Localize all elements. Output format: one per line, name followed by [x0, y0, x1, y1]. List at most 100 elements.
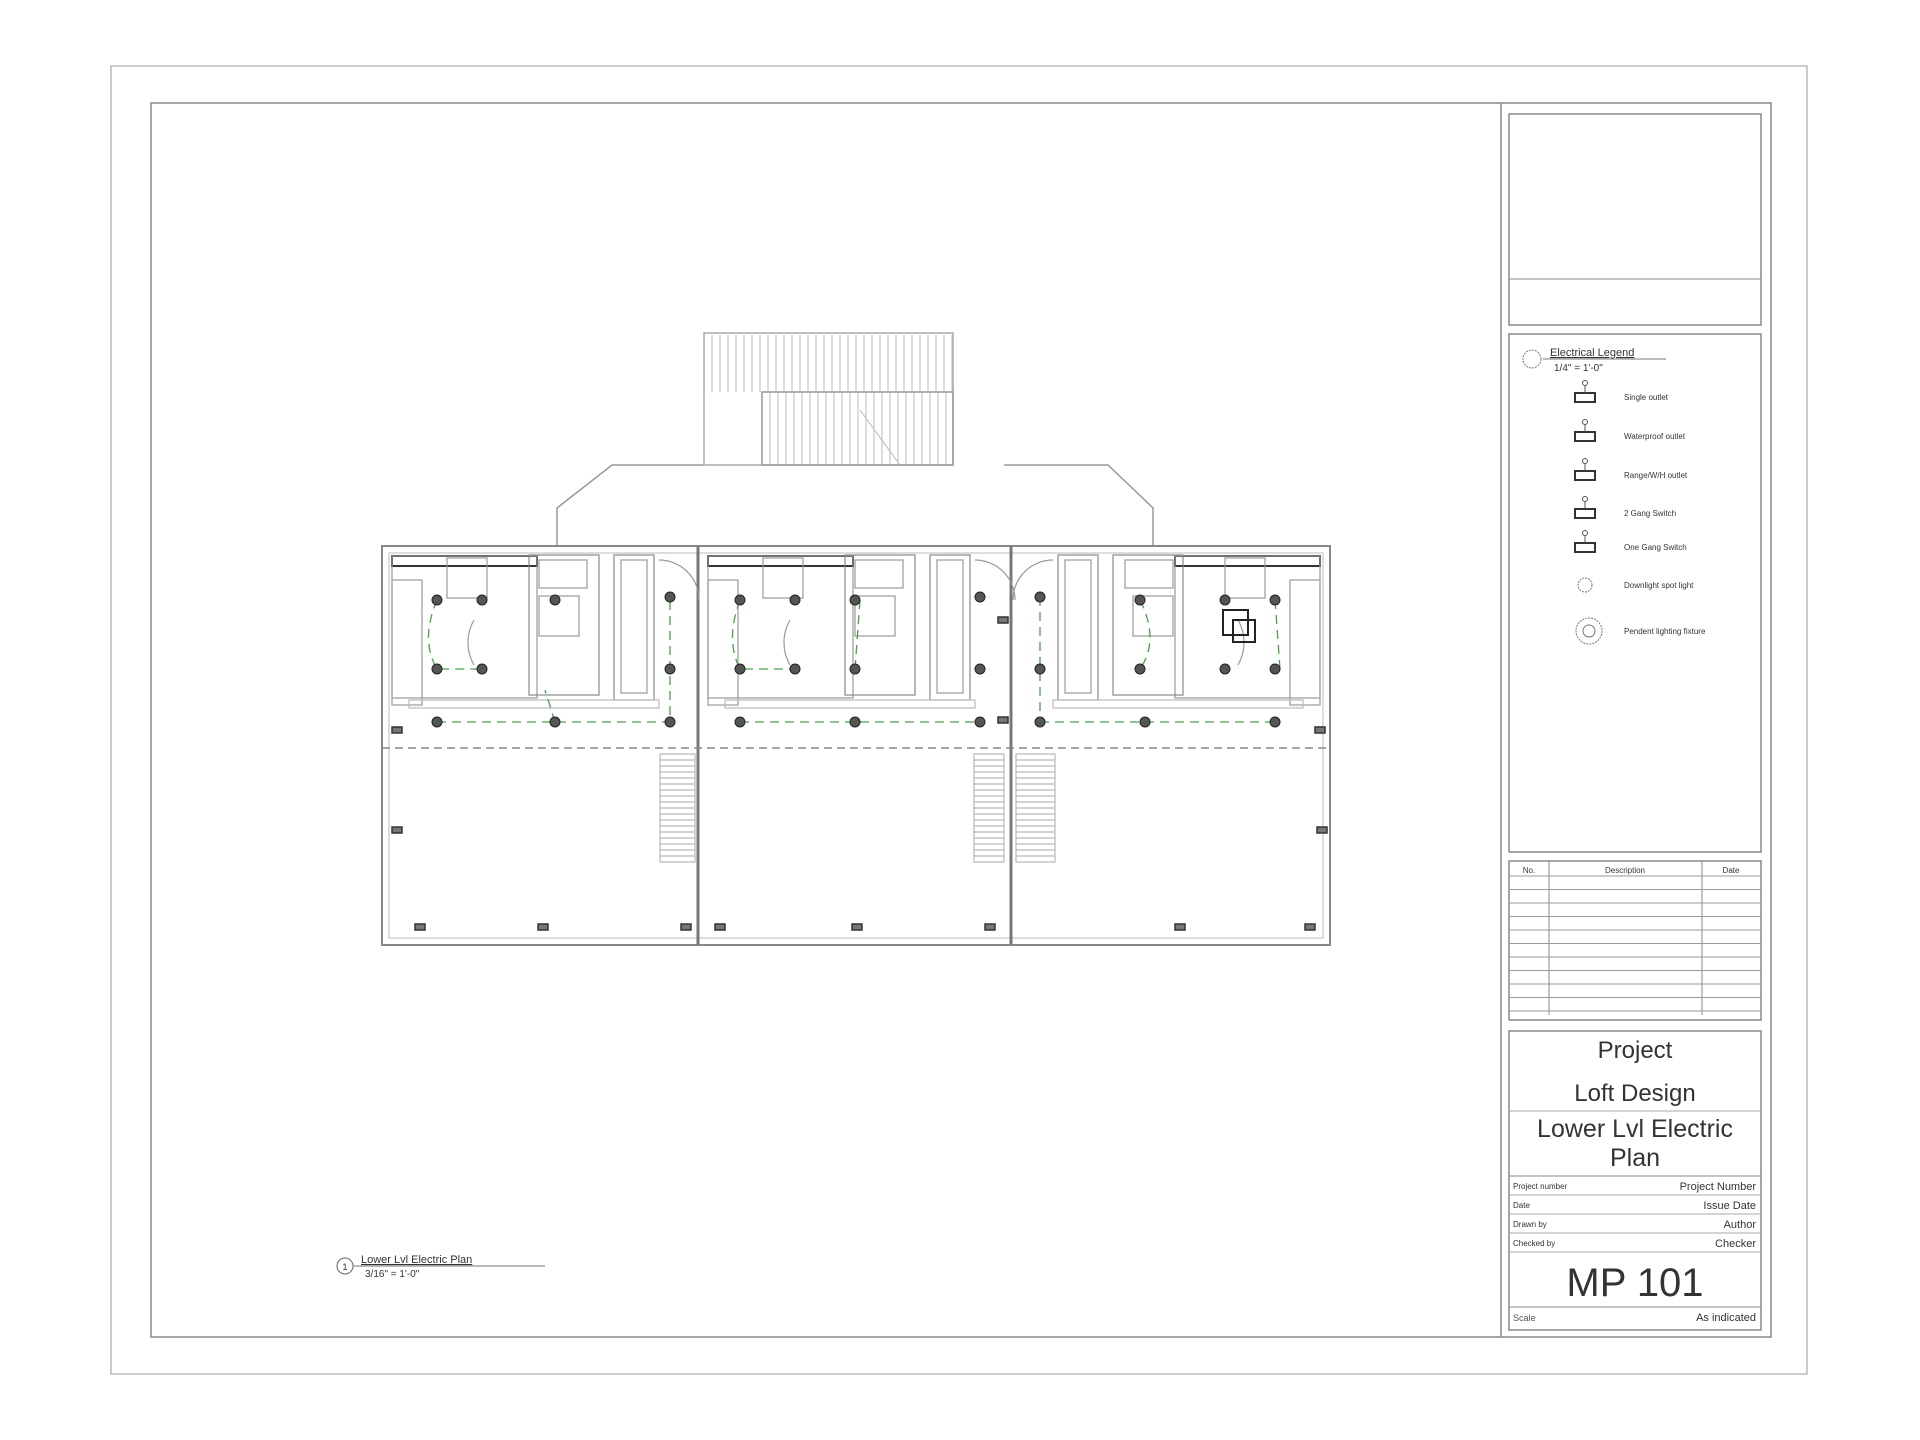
circuit-wiring: [731, 599, 980, 723]
sheet-name-line2: Plan: [1610, 1144, 1660, 1172]
outlet-icon: [851, 923, 863, 931]
downlight-icon: [734, 716, 746, 728]
floor-plan: [381, 332, 1331, 946]
title-row-value: Author: [1724, 1219, 1757, 1231]
legend-item-label: Single outlet: [1624, 393, 1669, 402]
downlight-icon: [1269, 594, 1281, 606]
legend-scale: 1/4" = 1'-0": [1554, 363, 1603, 374]
title-row-value: Checker: [1715, 1238, 1756, 1250]
title-row-label: Checked by: [1513, 1239, 1555, 1248]
legend-view-marker-icon: [1522, 349, 1542, 369]
unit-interior: [1012, 554, 1321, 709]
project-name: Loft Design: [1574, 1080, 1695, 1107]
downlight-icon: [1034, 591, 1046, 603]
downlight-icon: [476, 594, 488, 606]
revision-header-no: No.: [1523, 866, 1535, 875]
downlight-icon: [431, 663, 443, 675]
pendant-light-icon: [1222, 609, 1249, 636]
downlight-icon: [476, 663, 488, 675]
downlight-icon: [734, 594, 746, 606]
downlight-icon: [849, 594, 861, 606]
outlet-icon: [1574, 380, 1596, 403]
sheet-number: MP 101: [1566, 1261, 1703, 1305]
scale-label: Scale: [1513, 1313, 1536, 1323]
downlight-icon: [849, 716, 861, 728]
downlight-icon: [1034, 663, 1046, 675]
downlight-icon: [1034, 716, 1046, 728]
legend-item: Single outlet: [1574, 380, 1669, 403]
outlet-icon: [714, 923, 726, 931]
legend-item: Pendent lighting fixture: [1575, 617, 1706, 645]
title-row-label: Date: [1513, 1201, 1530, 1210]
legend-item: 2 Gang Switch: [1574, 496, 1676, 519]
outlet-icon: [984, 923, 996, 931]
two-gang-switch-icon: [1574, 496, 1596, 519]
legend-item-label: One Gang Switch: [1624, 543, 1687, 552]
outlet-icon: [1304, 923, 1316, 931]
outlet-icon: [1174, 923, 1186, 931]
outlet-icon: [391, 826, 403, 834]
downlight-icon: [1577, 577, 1593, 593]
title-block-row: Date Issue Date: [1509, 1194, 1761, 1212]
revision-table: No. Description Date: [1508, 860, 1762, 1021]
outlet-icon: [680, 923, 692, 931]
legend-item-label: Pendent lighting fixture: [1624, 627, 1706, 636]
title-block: Project Loft Design Lower Lvl Electric P…: [1508, 1030, 1762, 1331]
legend-item: Range/W/H outlet: [1574, 458, 1688, 481]
project-label: Project: [1598, 1037, 1673, 1064]
outlet-icon: [1316, 826, 1328, 834]
outlet-icon: [1314, 726, 1326, 734]
view-title: 1 Lower Lvl Electric Plan 3/16" = 1'-0": [336, 1254, 545, 1280]
circuit-wiring: [1039, 597, 1281, 723]
legend-item: Downlight spot light: [1577, 577, 1694, 593]
downlight-icon: [664, 591, 676, 603]
sheet-name-line1: Lower Lvl Electric: [1537, 1115, 1733, 1143]
legend-item-label: Waterproof outlet: [1624, 432, 1686, 441]
sheet-outer-border: [110, 65, 1808, 1375]
circuit-wiring: [427, 597, 671, 723]
downlight-icon: [431, 716, 443, 728]
downlight-icon: [1219, 594, 1231, 606]
range-outlet-icon: [1574, 458, 1596, 481]
outlet-icon: [997, 716, 1009, 724]
downlight-icon: [431, 594, 443, 606]
legend-item: One Gang Switch: [1574, 530, 1687, 553]
unit-interior: [391, 554, 700, 709]
outlet-icon: [997, 616, 1009, 624]
legend-item: Waterproof outlet: [1574, 419, 1686, 442]
downlight-icon: [789, 663, 801, 675]
downlight-icon: [974, 591, 986, 603]
view-title-text: Lower Lvl Electric Plan: [361, 1254, 472, 1266]
downlight-icon: [664, 663, 676, 675]
downlight-icon: [1269, 716, 1281, 728]
outlet-icon: [537, 923, 549, 931]
downlight-icon: [849, 663, 861, 675]
pendant-light-icon: [1575, 617, 1603, 645]
view-scale: 3/16" = 1'-0": [365, 1269, 420, 1280]
revision-header-description: Description: [1605, 866, 1645, 875]
downlight-icon: [974, 716, 986, 728]
unit-interior: [707, 554, 1016, 709]
electrical-legend: Electrical Legend 1/4" = 1'-0" Single ou…: [1508, 333, 1762, 853]
outlet-icon: [414, 923, 426, 931]
title-block-row: Checked by Checker: [1509, 1232, 1761, 1250]
title-row-value: Issue Date: [1703, 1200, 1756, 1212]
outlet-icon: [391, 726, 403, 734]
downlight-icon: [549, 594, 561, 606]
downlight-icon: [1134, 594, 1146, 606]
scale-value: As indicated: [1696, 1312, 1756, 1324]
downlight-icon: [549, 716, 561, 728]
waterproof-outlet-icon: [1574, 419, 1596, 442]
downlight-icon: [1139, 716, 1151, 728]
sheet-inner-border: [150, 102, 1772, 1338]
view-number: 1: [342, 1262, 347, 1272]
title-block-logo-box: [1508, 113, 1762, 326]
revision-header-date: Date: [1723, 866, 1740, 875]
title-row-value: Project Number: [1680, 1181, 1757, 1193]
downlight-icon: [1269, 663, 1281, 675]
legend-item-label: Downlight spot light: [1624, 581, 1694, 590]
legend-item-label: Range/W/H outlet: [1624, 471, 1688, 480]
